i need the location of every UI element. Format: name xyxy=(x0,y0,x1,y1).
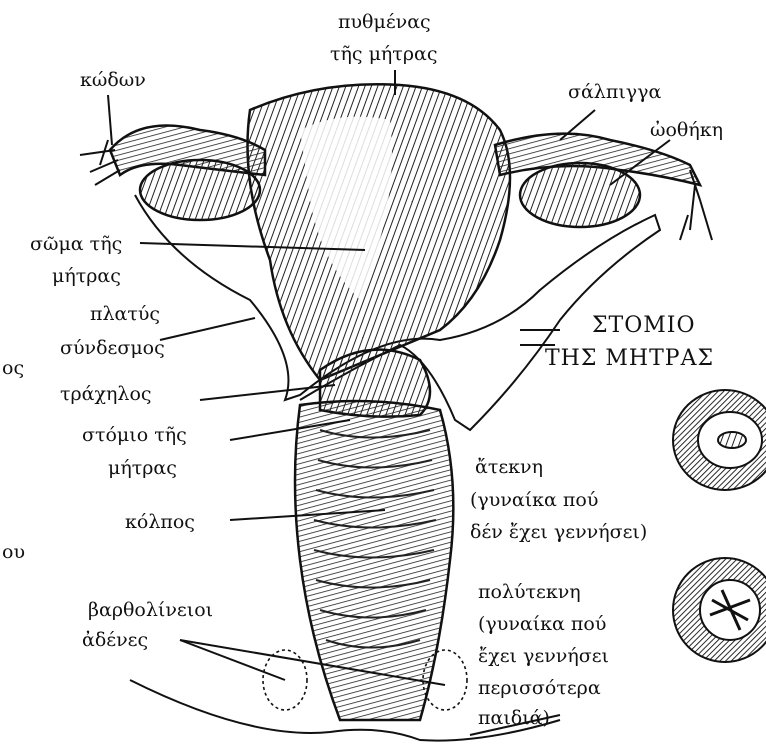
label-body-line2: μήτρας xyxy=(52,264,121,288)
label-cervix: τράχηλος xyxy=(60,382,152,406)
label-multiparous-line5: παιδιά) xyxy=(478,706,550,730)
label-nulliparous-line3: δέν ἔχει γεννήσει) xyxy=(470,520,647,544)
label-multiparous-line2: (γυναίκα πού xyxy=(478,612,606,636)
label-body-line1: σῶμα τῆς xyxy=(30,232,122,256)
label-ovary: ὠοθήκη xyxy=(650,118,723,142)
label-multiparous-line1: πολύτεκνη xyxy=(478,580,581,604)
label-multiparous-line4: περισσότερα xyxy=(478,676,601,700)
right-ovary-shape xyxy=(520,163,640,227)
label-stoma-title-line2: ΤΗΣ ΜΗΤΡΑΣ xyxy=(545,347,714,371)
leader-stoma xyxy=(520,330,560,345)
label-vagina: κόλπος xyxy=(125,510,195,534)
label-multiparous-line3: ἔχει γεννήσει xyxy=(478,644,609,668)
leader-cervix xyxy=(200,385,335,400)
left-ovary-shape xyxy=(140,160,260,220)
label-cut-1: ος xyxy=(2,356,24,380)
leader-ligament xyxy=(160,318,255,340)
os-multiparous-illustration xyxy=(673,558,766,662)
label-ligament-line1: πλατύς xyxy=(90,302,160,326)
label-stoma-title-line1: ΣΤΟΜΙΟ xyxy=(592,314,696,338)
label-os-line2: μήτρας xyxy=(108,456,177,480)
label-tube: σάλπιγγα xyxy=(568,80,661,104)
label-fundus-line2: τῆς μήτρας xyxy=(330,42,437,66)
label-glands-line1: βαρθολίνειοι xyxy=(88,598,213,622)
label-fundus-line1: πυθμένας xyxy=(338,10,431,34)
os-nulliparous-illustration xyxy=(673,390,766,490)
label-nulliparous-line2: (γυναίκα πού xyxy=(470,488,598,512)
label-os-line1: στόμιο τῆς xyxy=(82,423,187,447)
label-fimbria: κώδων xyxy=(80,68,146,92)
label-cut-2: ου xyxy=(2,540,25,564)
label-ligament-line2: σύνδεσμος xyxy=(60,336,165,360)
label-glands-line2: ἀδένες xyxy=(82,628,148,652)
leader-fimbria xyxy=(108,95,112,145)
label-nulliparous-line1: ἄτεκνη xyxy=(475,455,543,479)
